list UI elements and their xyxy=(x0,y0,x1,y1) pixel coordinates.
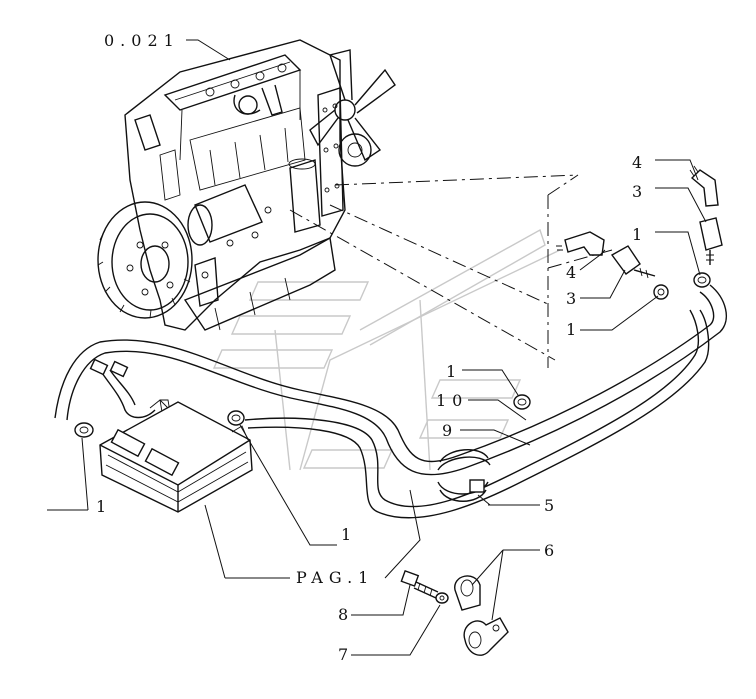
callout-1-upper: 1 xyxy=(632,225,642,244)
engine-assembly xyxy=(97,39,396,331)
assembly-guide-lines xyxy=(289,174,613,368)
clamps xyxy=(74,272,711,502)
elbow-connector-icon xyxy=(556,231,605,256)
callout-8: 8 xyxy=(338,605,348,624)
p-clip-icon xyxy=(463,617,509,656)
wiring-harness xyxy=(54,284,728,519)
fan-icon xyxy=(309,49,396,162)
callout-1-mid: 1 xyxy=(341,525,351,544)
callout-1-left: 1 xyxy=(96,497,106,516)
ecu-control-unit xyxy=(99,399,253,513)
p-clip-icon xyxy=(454,575,481,611)
callout-0-021: 0.021 xyxy=(104,31,180,50)
callout-4-lower: 4 xyxy=(566,263,576,282)
callout-1-lower: 1 xyxy=(566,320,576,339)
bolt-icon xyxy=(400,570,439,599)
callout-4-upper: 4 xyxy=(632,153,642,172)
grommet-icon xyxy=(653,284,669,300)
callout-9: 9 xyxy=(442,421,452,440)
watermark-logo xyxy=(212,228,561,471)
callout-7: 7 xyxy=(338,645,348,664)
clip-assembly xyxy=(400,570,509,656)
sensor-plug-icon xyxy=(610,245,656,279)
callout-6: 6 xyxy=(544,541,554,560)
callout-labels: 0.021 4 3 1 4 3 1 1 10 9 5 6 8 7 1 1 PAG… xyxy=(96,31,642,664)
grommet-icon xyxy=(74,422,94,438)
callout-1-clamp: 1 xyxy=(446,362,456,381)
grommet-icon xyxy=(513,394,531,410)
callout-3-lower: 3 xyxy=(566,289,576,308)
callout-10: 10 xyxy=(436,391,468,410)
grommet-icon xyxy=(693,272,711,288)
elbow-connector-icon xyxy=(689,165,719,207)
callout-3-upper: 3 xyxy=(632,182,642,201)
washer-icon xyxy=(435,592,449,604)
grommet-icon xyxy=(227,410,245,426)
leader-lines xyxy=(47,39,707,656)
sensor-connector-parts xyxy=(556,165,723,279)
callout-5: 5 xyxy=(544,496,554,515)
sensor-plug-icon xyxy=(699,217,723,265)
band-clamp-icon xyxy=(437,449,491,502)
callout-pag-1: PAG.1 xyxy=(296,568,374,587)
flywheel-icon xyxy=(97,201,193,319)
